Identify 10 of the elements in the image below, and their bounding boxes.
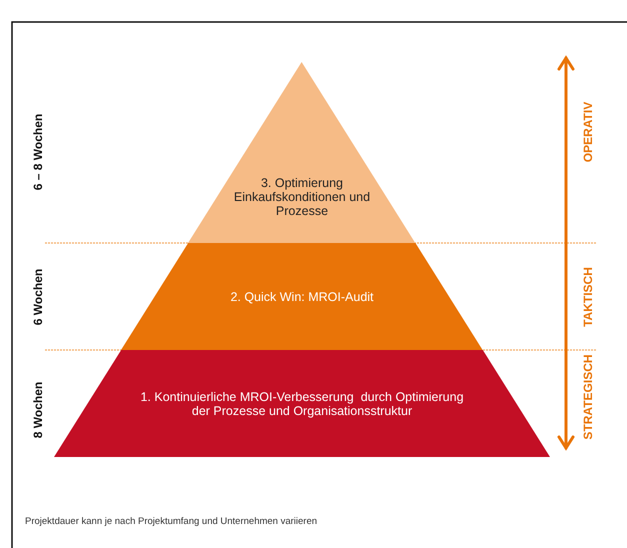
level-text: 3. Optimierung Einkaufskonditionen und Prozesse: [232, 176, 372, 218]
level-label: TAKTISCH: [581, 267, 595, 327]
level-text: 1. Kontinuierliche MROI-Verbesserung durch Optimierung der Prozesse und Organisationsstruktur: [139, 390, 465, 418]
level-label: STRATEGISCH: [581, 354, 595, 440]
footnote: Projektdauer kann je nach Projektumfang und Unternehmen variieren: [25, 516, 318, 527]
duration-label: 6 Wochen: [31, 268, 45, 326]
level-text: 2. Quick Win: MROI-Audit: [229, 290, 375, 304]
level-label: OPERATIV: [581, 102, 595, 162]
duration-label: 8 Wochen: [31, 382, 45, 438]
duration-label: 6 – 8 Wochen: [31, 114, 45, 190]
